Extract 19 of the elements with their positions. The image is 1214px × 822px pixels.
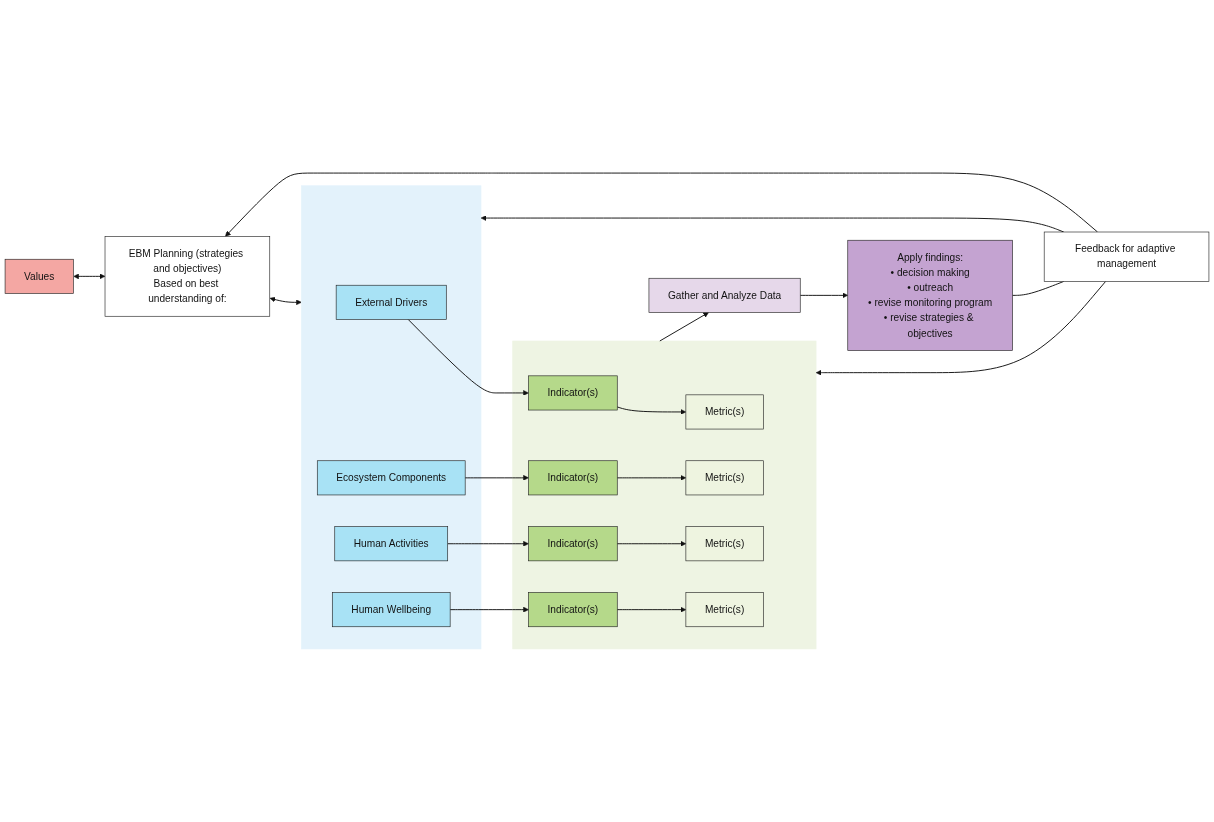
node-box: Metric(s) xyxy=(685,460,764,496)
node-box: Indicator(s) xyxy=(528,526,618,562)
cluster xyxy=(301,185,482,650)
node-box: Indicator(s) xyxy=(528,460,618,496)
node-box: Apply findings: • decision making • outreach • revise monitoring program • revise strategies & objectives xyxy=(847,239,1013,351)
node-box: Metric(s) xyxy=(685,394,764,430)
node-box: Values xyxy=(4,258,74,294)
node-box: Human Wellbeing xyxy=(332,592,451,628)
node-box: Indicator(s) xyxy=(528,375,618,411)
node-box: Human Activities xyxy=(334,526,448,562)
node-box: Indicator(s) xyxy=(528,592,618,628)
node-box: Metric(s) xyxy=(685,526,764,562)
node-box: Metric(s) xyxy=(685,592,764,628)
node-box: Gather and Analyze Data xyxy=(648,277,801,313)
node-box: Ecosystem Components xyxy=(316,460,466,496)
node-box: Feedback for adaptive management xyxy=(1043,231,1210,282)
node-box: External Drivers xyxy=(335,284,447,320)
node-box: EBM Planning (strategies and objectives) Based on best understanding of: xyxy=(104,236,271,317)
cluster xyxy=(512,340,817,650)
